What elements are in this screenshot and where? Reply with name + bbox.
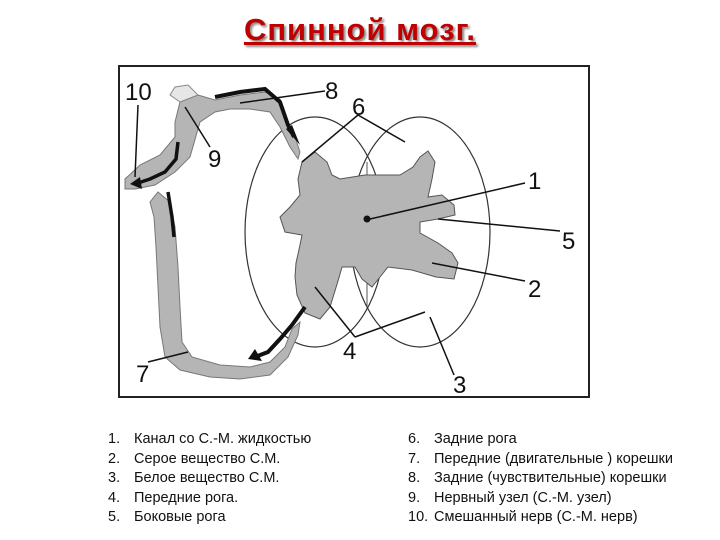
legend-item: 6.Задние рога: [408, 431, 517, 447]
anterior-root-arrow: [254, 305, 307, 359]
label-10: 10: [125, 79, 152, 106]
anterior-root-path: [149, 191, 301, 380]
pointer-6b: [357, 114, 406, 143]
legend-right: 6.Задние рога 7.Передние (двигательные )…: [408, 430, 673, 528]
pointer-1: [369, 182, 526, 220]
pointer-6a: [301, 114, 359, 163]
label-3: 3: [453, 372, 466, 399]
pointer-2: [431, 262, 526, 282]
label-5: 5: [562, 228, 575, 255]
spinal-cord-diagram: 10 8 6 9 1 5 2 4 7 3: [118, 65, 590, 399]
pointer-4a: [314, 286, 356, 338]
central-canal: [363, 215, 371, 223]
arrowhead-mixed: [130, 177, 142, 189]
legend-left: 1.Канал со С.-М. жидкостью 2.Серое вещес…: [108, 430, 311, 528]
spinal-ganglion: [169, 84, 199, 103]
label-6: 6: [352, 94, 365, 121]
legend-item: 1.Канал со С.-М. жидкостью: [108, 431, 312, 447]
pointer-8: [239, 90, 326, 104]
pointer-9: [184, 106, 211, 148]
legend-item: 3.Белое вещество С.М.: [108, 470, 280, 487]
legend-item: 2.Серое вещество С.М.: [108, 450, 281, 467]
label-7: 7: [136, 361, 149, 388]
legend-item: 8.Задние (чувствительные) корешки: [408, 470, 667, 487]
diagram-canvas: 10 8 6 9 1 5 2 4 7 3: [124, 78, 575, 399]
pointer-4b: [354, 311, 426, 338]
grey-matter: [279, 150, 459, 320]
label-9: 9: [208, 146, 221, 173]
pointer-7: [147, 351, 189, 363]
legend-item: 4.Передние рога.: [108, 489, 239, 506]
label-8: 8: [325, 78, 338, 105]
legend-item: 5.Боковые рога: [108, 509, 226, 526]
mixed-nerve-arrow: [137, 141, 180, 185]
slide-title: Спинной мозг.: [243, 12, 477, 47]
label-1: 1: [528, 168, 541, 195]
legend-item: 9.Нервный узел (С.-М. узел): [408, 489, 612, 506]
legend-item: 7.Передние (двигательные ) корешки: [408, 450, 673, 467]
label-4: 4: [343, 338, 356, 365]
legend-item: 10.Смешанный нерв (С.-М. нерв): [408, 509, 638, 526]
pointer-5: [437, 218, 561, 232]
label-2: 2: [528, 276, 541, 303]
motor-arrow: [166, 191, 176, 238]
arrowhead-anterior: [248, 349, 262, 361]
pointer-10: [134, 104, 139, 178]
arrowhead-posterior: [286, 125, 300, 145]
pointer-3: [429, 316, 455, 376]
